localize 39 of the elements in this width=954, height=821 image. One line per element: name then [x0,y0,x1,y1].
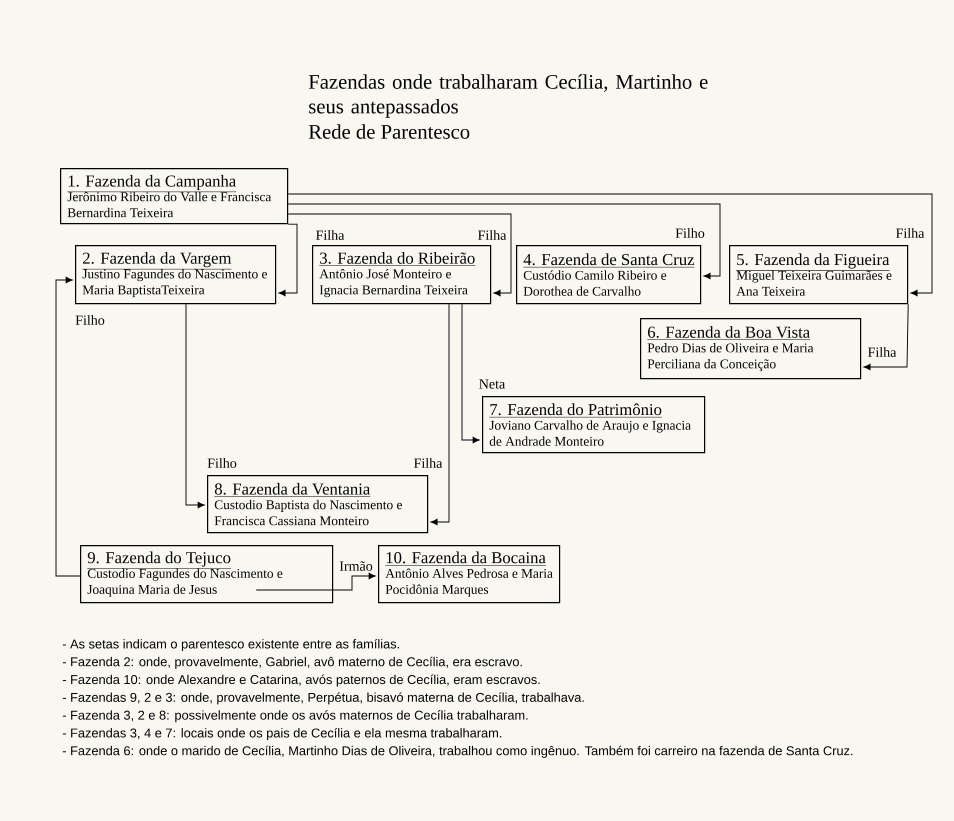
edge-label: Irmão [340,561,372,571]
note: - Fazenda 10: onde Alexandre e Catarina, avós paternos de Cecília, eram escravos. [62,674,540,687]
farm-box: 8. Fazenda da Ventania Custodio Baptista do Nascimento e Francisca Cassiana Monteiro [207,475,428,534]
subtitle: Rede de Parentesco [308,124,470,139]
arrow [186,304,205,508]
note: - Fazendas 3, 4 e 7: locais onde os pais de Cecília e ela mesma trabalharam. [62,728,502,740]
edge-label: Filho [676,228,704,238]
arrow [288,204,720,280]
farm-box: 4. Fazenda de Santa Cruz Custódio Camilo Ribeiro e Dorothea de Carvalho [516,245,702,304]
edge-label: Filha [316,230,344,240]
farm-box: 1. Fazenda da Campanha Jerônimo Ribeiro do Valle e Francisca Bernardina Teixeira [60,168,288,224]
note: - As setas indicam o parentesco existente entre as famílias. [62,638,399,652]
arrow [462,304,480,444]
note: - Fazendas 9, 2 e 3: onde, provavelmente, Perpétua, bisavó materna de Cecília, trabalhava. [62,692,584,704]
edge-label: Filha [414,458,442,468]
title: Fazendas onde trabalharam Cecília, Martinho e seus antepassados [308,74,708,118]
edge-label: Filho [208,458,236,468]
farm-box: 2. Fazenda da Vargem Justino Fagundes do Nascimento e Maria BaptistaTeixeira [75,245,276,304]
farm-box: 7. Fazenda do Patrimônio Joviano Carvalho de Araujo e Ignacia de Andrade Monteiro [482,396,706,454]
note: - Fazenda 3, 2 e 8: possivelmente onde os avós maternos de Cecília trabalharam. [62,710,528,722]
arrow [288,214,512,296]
arrow [256,572,376,590]
arrow [288,194,932,296]
arrow [278,224,298,296]
farm-box: 3. Fazenda do Ribeirão Antônio José Monteiro e Ignacia Bernardina Teixeira [312,245,492,304]
edge-label: Filha [478,230,506,240]
farm-box: 9. Fazenda do Tejuco Custodio Fagundes do Nascimento e Joaquina Maria de Jesus [80,545,334,604]
farm-box: 10. Fazenda da Bocaina Antônio Alves Pedrosa e Maria Pocidônia Marques [378,545,560,604]
note: - Fazenda 6: onde o marido de Cecília, Martinho Dias de Oliveira, trabalhou como ingênuo. Também foi carreiro na fazenda de Santa Cruz. [62,746,852,758]
edge-label: Filha [868,347,896,357]
edge-label: Neta [479,379,506,389]
arrow [56,276,80,576]
edge-label: Filho [76,315,104,325]
note: - Fazenda 2: onde, provavelmente, Gabriel, avô materno de Cecília, era escravo. [62,656,522,669]
arrow [864,304,909,370]
farm-box: 6. Fazenda da Boa Vista Pedro Dias de Oliveira e Maria Perciliana da Conceição [640,318,862,380]
arrow [430,304,450,526]
edge-label: Filha [896,228,924,238]
farm-box: 5. Fazenda da Figueira Miguel Teixeira Guimarães e Ana Teixeira [729,245,908,304]
